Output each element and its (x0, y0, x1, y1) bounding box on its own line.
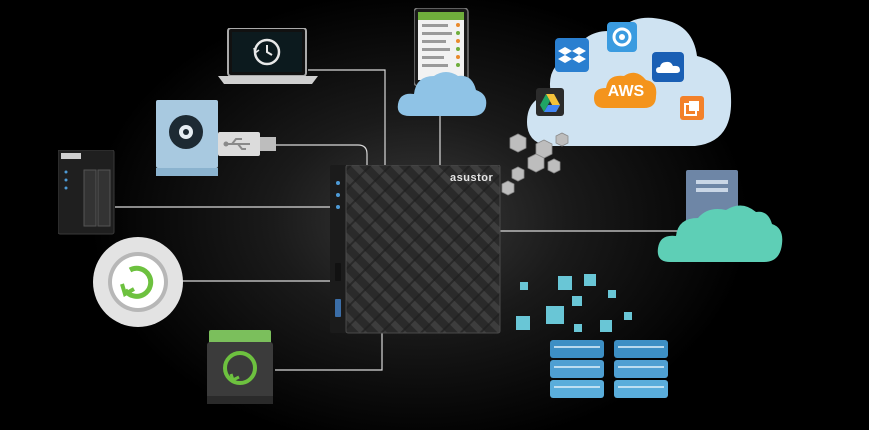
data-cubes-gray (501, 132, 569, 196)
nas-device (330, 165, 502, 335)
dropbox-icon (555, 38, 589, 72)
google-drive-icon (536, 88, 564, 116)
onedrive-icon (652, 52, 684, 82)
office-icon (680, 96, 704, 120)
usb-drive-icon (218, 132, 278, 158)
cloud-service-icon (607, 22, 637, 52)
sync-backup-icon (92, 236, 184, 328)
data-squares-teal (516, 274, 632, 332)
nas-tower-icon (58, 150, 116, 236)
smartphone-icon (414, 8, 470, 86)
disc-drive-icon (156, 100, 220, 176)
aws-label: AWS (607, 83, 645, 100)
laptop-icon (218, 28, 318, 88)
server-cloud-icon (656, 170, 784, 266)
external-drive-icon (207, 330, 275, 404)
nas-brand-label: asustor (450, 172, 494, 184)
database-icon (548, 338, 672, 404)
cloud-icon (396, 64, 488, 118)
aws-icon (594, 70, 658, 110)
